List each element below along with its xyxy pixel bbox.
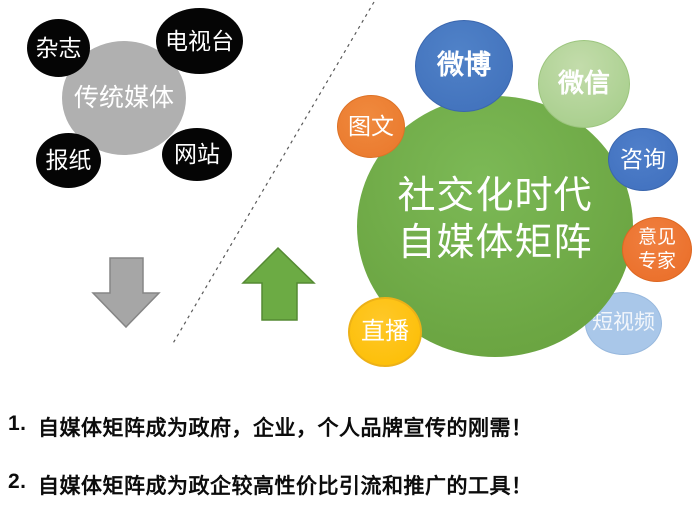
note-1-number: 1. [8, 412, 27, 435]
tv-station-label: 电视台 [165, 27, 234, 54]
website-label: 网站 [174, 141, 220, 168]
image-text-label: 图文 [348, 113, 394, 140]
consulting-label: 咨询 [620, 146, 666, 173]
wechat-label: 微信 [557, 68, 610, 99]
note-item-1: 1. 自媒体矩阵成为政府，企业，个人品牌宣传的刚需！ [8, 412, 668, 442]
note-2-number: 2. [8, 470, 27, 493]
matrix-title-line2: 自媒体矩阵 [397, 221, 593, 264]
weibo-label: 微博 [437, 50, 491, 81]
opinion-expert-label-line2: 专家 [637, 250, 676, 272]
note-item-2: 2. 自媒体矩阵成为政企较高性价比引流和推广的工具！ [8, 470, 668, 500]
up-arrow-icon [241, 246, 316, 321]
weibo-circle: 微博 [415, 20, 513, 112]
arrows-and-divider-layer [91, 1, 375, 346]
traditional-media-label: 传统媒体 [73, 83, 174, 112]
image-text-circle: 图文 [337, 95, 405, 158]
opinion-expert-circle: 意见 专家 [622, 217, 692, 282]
website-circle: 网站 [162, 128, 232, 181]
live-streaming-circle: 直播 [348, 297, 422, 367]
consulting-circle: 咨询 [608, 128, 678, 191]
newspaper-label: 报纸 [45, 147, 92, 174]
magazine-label: 杂志 [35, 34, 82, 61]
down-arrow-icon [91, 257, 161, 329]
diagonal-divider-line [171, 1, 375, 346]
matrix-title-line1: 社交化时代 [397, 175, 593, 218]
short-video-label: 短视频 [592, 311, 655, 335]
note-2-text: 自媒体矩阵成为政企较高性价比引流和推广的工具！ [38, 475, 533, 498]
opinion-expert-label-line1: 意见 [637, 226, 676, 248]
note-1-text: 自媒体矩阵成为政府，企业，个人品牌宣传的刚需！ [38, 417, 533, 440]
tv-station-circle: 电视台 [156, 8, 243, 74]
magazine-circle: 杂志 [27, 19, 90, 77]
newspaper-circle: 报纸 [36, 133, 101, 188]
live-streaming-label: 直播 [361, 318, 409, 346]
wechat-circle: 微信 [538, 40, 630, 128]
